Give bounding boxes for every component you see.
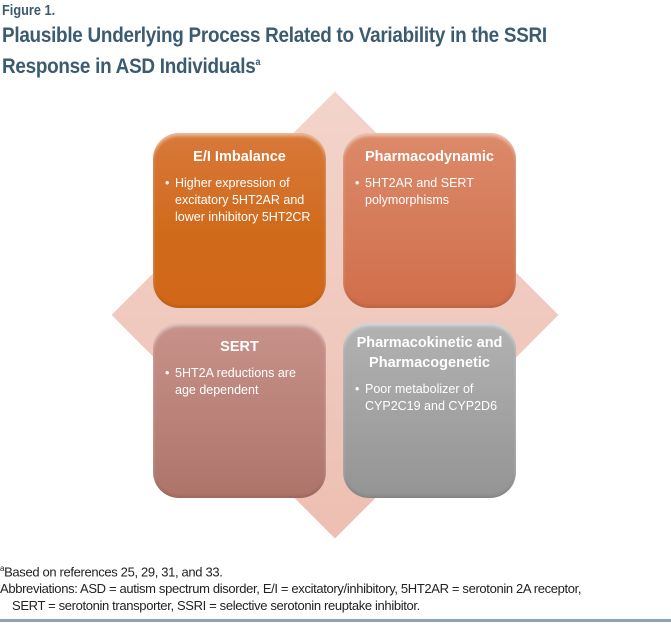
quadrant-bullet: Poor metabolizer of CYP2C19 and CYP2D6 xyxy=(355,381,508,415)
title-line-1: Plausible Underlying Process Related to … xyxy=(2,24,547,47)
footnote-marker: a xyxy=(0,564,5,573)
quadrant-heading: Pharmacokinetic and Pharmacogenetic xyxy=(356,335,503,371)
quadrant-bullet: Higher expression of excitatory 5HT2AR a… xyxy=(165,175,318,226)
quadrant-pharmacokinetic: Pharmacokinetic and Pharmacogenetic Poor… xyxy=(343,323,516,498)
quadrant-ei-imbalance: E/I Imbalance Higher expression of excit… xyxy=(153,133,326,308)
title-line-2: Response in ASD Individualsa xyxy=(2,49,632,80)
bottom-rule xyxy=(0,619,671,622)
quadrant-bullet: 5HT2A reductions are age dependent xyxy=(165,365,318,399)
figure-title: Plausible Underlying Process Related to … xyxy=(2,22,632,80)
quadrant-heading: E/I Imbalance xyxy=(193,149,286,165)
figure-label: Figure 1. xyxy=(2,2,56,19)
quadrant-heading: Pharmacodynamic xyxy=(365,149,494,165)
references-text: Based on references 25, 29, 31, and 33. xyxy=(4,564,223,580)
quadrant-heading: SERT xyxy=(220,339,259,355)
footnotes: aBased on references 25, 29, 31, and 33.… xyxy=(0,560,582,614)
quadrant-pharmacodynamic: Pharmacodynamic 5HT2AR and SERT polymorp… xyxy=(343,133,516,308)
title-footnote-marker: a xyxy=(255,57,261,68)
references-note: aBased on references 25, 29, 31, and 33. xyxy=(0,560,581,580)
abbreviations-line-2: SERT = serotonin transporter, SSRI = sel… xyxy=(12,598,420,614)
abbreviations-line-1: Abbreviations: ASD = autism spectrum dis… xyxy=(0,581,582,597)
quadrant-sert: SERT 5HT2A reductions are age dependent xyxy=(153,323,326,498)
quadrant-bullet: 5HT2AR and SERT polymorphisms xyxy=(355,175,508,209)
title-line-2-text: Response in ASD Individuals xyxy=(2,55,256,78)
